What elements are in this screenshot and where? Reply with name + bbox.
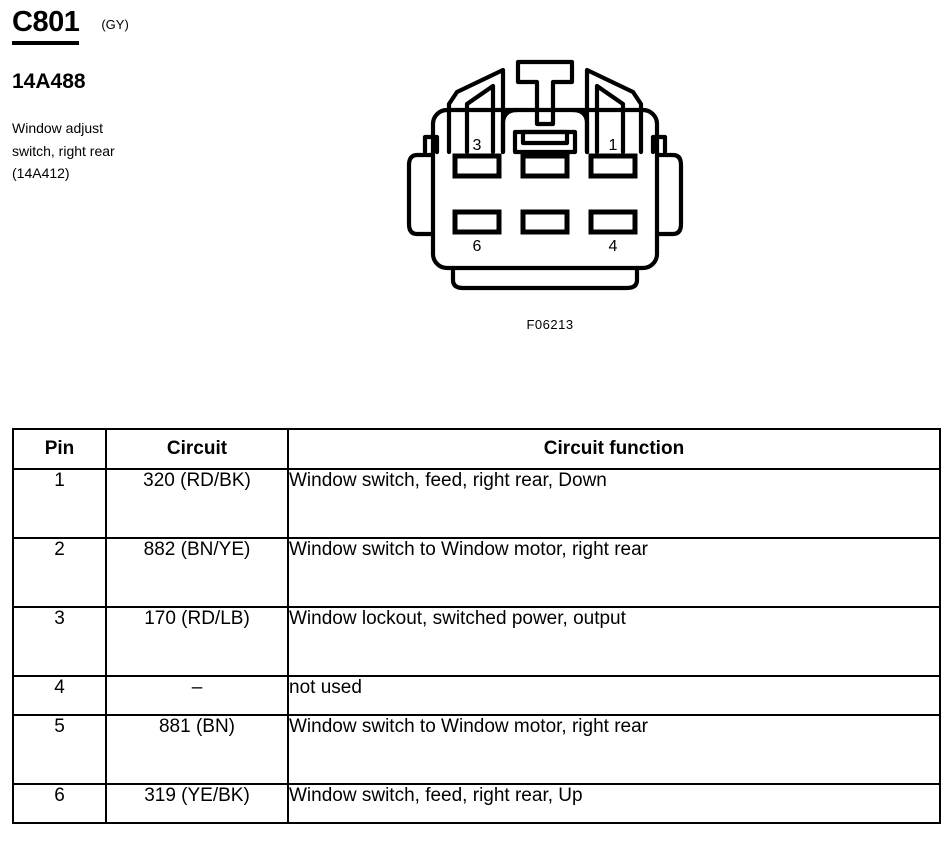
table-row: 4 – not used [12,675,941,716]
cell-circuit: 882 (BN/YE) [105,537,289,608]
cell-circuit: 319 (YE/BK) [105,783,289,824]
left-latch-wing-icon [446,67,506,155]
cell-pin: 2 [12,537,107,608]
left-side-tab-icon [406,152,436,237]
cell-circuit: 170 (RD/LB) [105,606,289,677]
left-latch-wing-inner-icon [464,83,496,155]
cavity-label-4: 4 [609,238,618,255]
column-header-circuit: Circuit [105,428,289,470]
component-description-line-1: Window adjust [12,120,104,136]
cavity-6 [452,209,502,235]
cell-circuit: – [105,675,289,716]
cavity-2 [520,153,570,179]
cavity-5 [520,209,570,235]
table-row: 6 319 (YE/BK) Window switch, feed, right… [12,783,941,824]
table-row: 1 320 (RD/BK) Window switch, feed, right… [12,468,941,539]
figure-caption: F06213 [526,317,574,332]
right-latch-wing-inner-icon [594,83,626,155]
cell-function: Window switch to Window motor, right rea… [287,537,941,608]
connector-body-outline [430,107,660,271]
right-side-tab-icon [654,152,684,237]
table-row: 5 881 (BN) Window switch to Window motor… [12,714,941,785]
cell-pin: 1 [12,468,107,539]
cavity-label-3: 3 [473,137,482,154]
connector-part-number: 14A488 [12,70,86,93]
cell-function: Window lockout, switched power, output [287,606,941,677]
cavity-label-1: 1 [609,137,618,154]
cell-pin: 5 [12,714,107,785]
cell-pin: 4 [12,675,107,716]
center-lock-tab-icon [515,59,575,127]
cell-function: not used [287,675,941,716]
cell-function: Window switch, feed, right rear, Down [287,468,941,539]
table-row: 2 882 (BN/YE) Window switch to Window mo… [12,537,941,608]
connector-header-block: C801 (GY) 14A488 Window adjust switch, r… [12,8,342,185]
connector-id: C801 [12,8,80,45]
component-description: Window adjust switch, right rear (14A412… [12,117,342,185]
column-header-pin: Pin [12,428,107,470]
component-description-line-3: (14A412) [12,165,70,182]
center-lock-base-inner-icon [520,129,570,146]
connector-illustration: 3 1 6 4 F06213 [405,52,695,352]
pinout-table-container: Pin Circuit Circuit function 1 320 (RD/B… [12,428,941,824]
cavity-3 [452,153,502,179]
cavity-label-6: 6 [473,238,482,255]
cell-circuit: 881 (BN) [105,714,289,785]
table-row: 3 170 (RD/LB) Window lockout, switched p… [12,606,941,677]
connector-color-code: (GY) [101,17,129,32]
component-description-line-2: switch, right rear [12,142,115,159]
right-latch-wing-icon [584,67,644,155]
table-header-row: Pin Circuit Circuit function [12,428,941,470]
connector-diagram-svg: 3 1 6 4 [406,59,684,291]
cell-pin: 3 [12,606,107,677]
cell-circuit: 320 (RD/BK) [105,468,289,539]
cavity-4 [588,209,638,235]
cell-function: Window switch to Window motor, right rea… [287,714,941,785]
bottom-skirt-icon [450,265,640,291]
cavity-1 [588,153,638,179]
connector-id-row: C801 (GY) [12,8,342,45]
cell-pin: 6 [12,783,107,824]
pinout-table: Pin Circuit Circuit function 1 320 (RD/B… [12,428,941,824]
cell-function: Window switch, feed, right rear, Up [287,783,941,824]
column-header-function: Circuit function [287,428,941,470]
